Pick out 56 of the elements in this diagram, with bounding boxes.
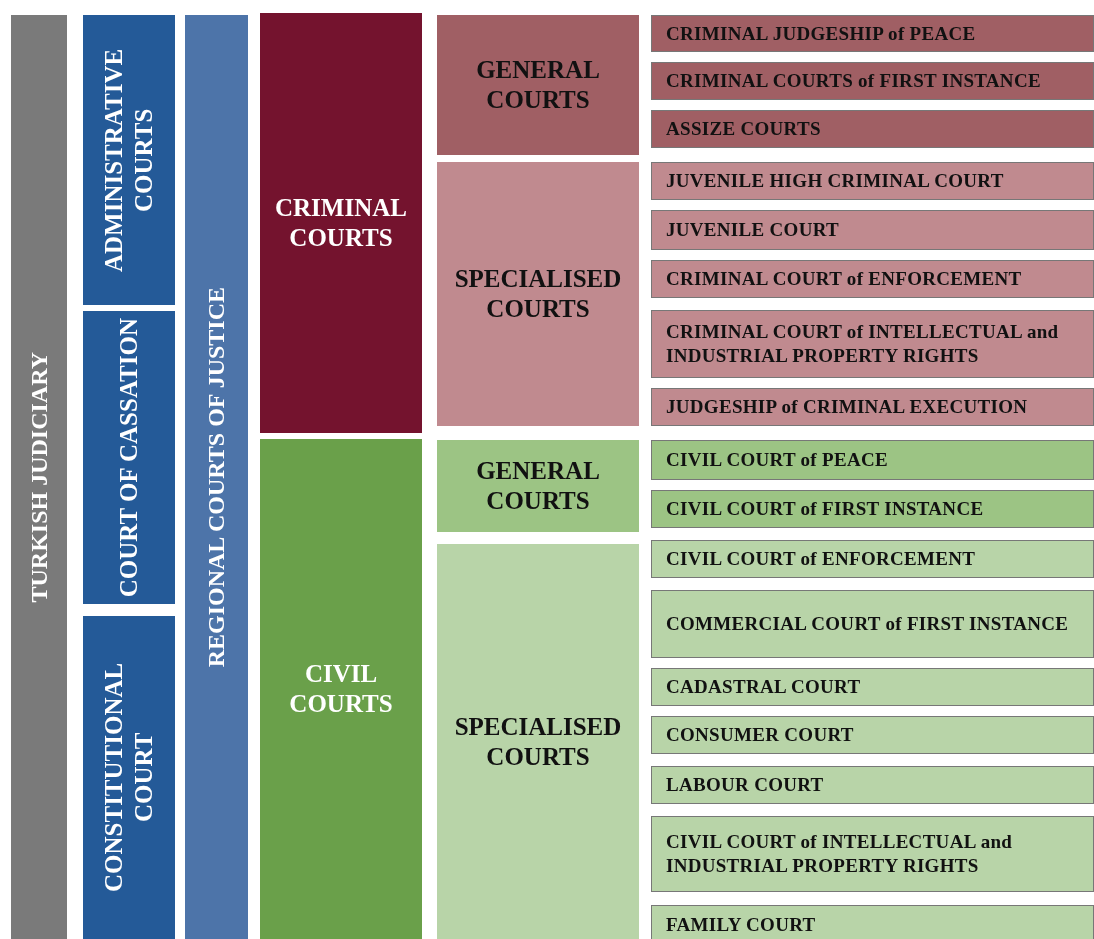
court-box [185,15,248,939]
court-name: CIVIL COURT of FIRST INSTANCE [666,497,984,521]
court-box [651,310,1094,378]
court-name: CIVIL COURT of INTELLECTUAL and INDUSTRIAL PROPERTY RIGHTS [666,830,1014,878]
court-box [651,905,1094,939]
court-box [651,15,1094,52]
court-name: FAMILY COURT [666,913,816,937]
court-name: JUVENILE HIGH CRIMINAL COURT [666,169,1004,193]
court-name: CONSTITUTIONAL COURT [99,661,158,895]
court-box [437,440,639,532]
court-box [651,260,1094,298]
court-box [651,766,1094,804]
court-box [651,540,1094,578]
court-box [651,668,1094,706]
court-name: JUVENILE COURT [666,218,839,242]
court-box [260,13,422,433]
court-box [11,15,67,939]
court-name: CADASTRAL COURT [666,675,861,699]
court-name: COURT OF CASSATION [114,316,143,600]
court-name: CRIMINAL COURT of ENFORCEMENT [666,267,1022,291]
court-box [437,162,639,426]
court-name: CRIMINAL COURTS [274,193,408,253]
court-box [651,716,1094,754]
court-name: CIVIL COURTS [288,659,394,719]
court-name: JUDGESHIP of CRIMINAL EXECUTION [666,395,1028,419]
court-box [437,544,639,939]
court-box [83,311,175,604]
court-box [651,110,1094,148]
court-box [651,210,1094,250]
court-name: GENERAL COURTS [475,456,601,516]
court-box [651,490,1094,528]
court-box [651,816,1094,892]
court-name: CRIMINAL COURTS of FIRST INSTANCE [666,69,1041,93]
court-name: COMMERCIAL COURT of FIRST INSTANCE [666,612,1069,636]
court-name: ASSIZE COURTS [666,117,821,141]
court-box [83,15,175,305]
court-name: SPECIALISED COURTS [453,711,623,772]
court-box [651,162,1094,200]
court-box [437,15,639,155]
court-name: CONSUMER COURT [666,723,854,747]
court-box [83,616,175,939]
court-name: LABOUR COURT [666,773,824,797]
court-box [651,440,1094,480]
court-name: CRIMINAL JUDGESHIP of PEACE [666,21,976,46]
court-name: REGIONAL COURTS OF JUSTICE [202,285,231,670]
court-box [260,439,422,939]
court-name: CRIMINAL COURT of INTELLECTUAL and INDUSTRIAL PROPERTY RIGHTS [666,320,1060,368]
court-box [651,388,1094,426]
court-name: TURKISH JUDICIARY [24,350,53,605]
court-box [651,590,1094,658]
court-name: ADMINISTRATIVE COURTS [99,47,158,274]
court-name: SPECIALISED COURTS [453,264,623,324]
court-name: CIVIL COURT of PEACE [666,448,888,472]
court-name: GENERAL COURTS [475,55,601,115]
court-box [651,62,1094,100]
court-name: CIVIL COURT of ENFORCEMENT [666,547,976,571]
